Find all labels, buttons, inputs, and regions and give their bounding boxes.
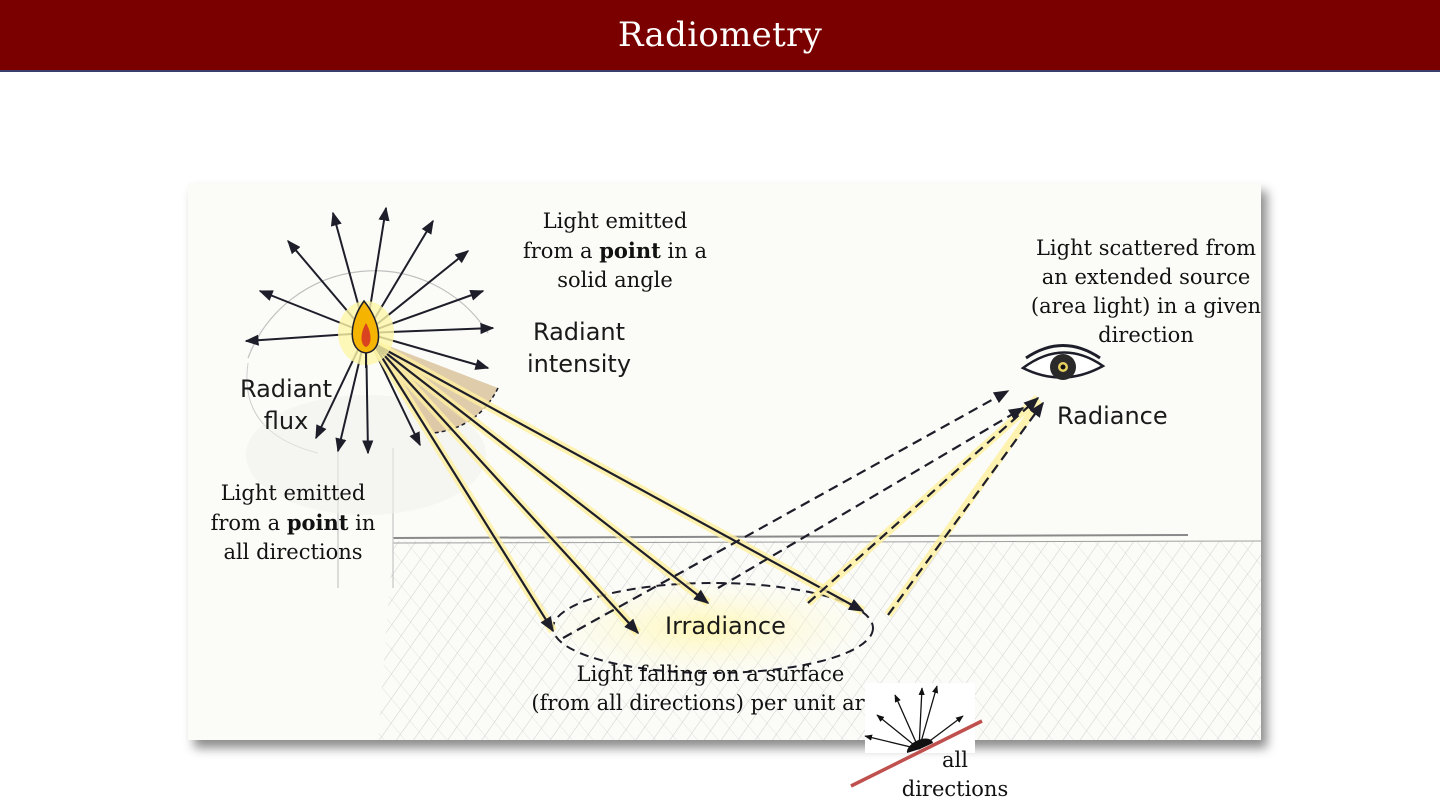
radiance-caption-line1: Light scattered from <box>1035 236 1257 260</box>
flux-caption-line2-bold: point <box>286 510 349 535</box>
surface-line <box>850 719 983 788</box>
radiant-intensity-label: Radiant intensity <box>521 316 637 380</box>
irradiance-caption: Light falling on a surface (from all dir… <box>518 660 903 718</box>
radiance-caption-line3: (area light) in a given <box>1030 294 1261 318</box>
intensity-caption-line2-pre: from a <box>522 239 600 263</box>
radiant-flux-label: Radiant flux <box>236 373 336 437</box>
slide-title: Radiometry <box>617 15 823 55</box>
intensity-caption-line3: solid angle <box>557 268 673 292</box>
intensity-caption-line1: Light emitted <box>542 209 688 233</box>
all-directions-sketch <box>850 683 983 788</box>
all-directions-caption-line2: directions <box>901 777 1009 801</box>
radiance-caption-line4: direction <box>1098 323 1194 347</box>
hemisphere-arrows <box>864 685 964 750</box>
flux-caption-line2: from a point in <box>193 508 393 538</box>
all-directions-caption: all directions <box>900 746 1010 804</box>
radiance-caption: Light scattered from an extended source … <box>1026 234 1261 350</box>
irradiance-caption-line2: (from all directions) per unit area <box>531 691 890 715</box>
radiance-rays <box>562 390 1044 639</box>
intensity-caption-line2: from a point in a <box>510 236 720 266</box>
intensity-caption-line2-post: in a <box>660 239 707 263</box>
title-bar: Radiometry <box>0 0 1440 72</box>
irradiance-rays <box>369 339 866 637</box>
flux-caption-line2-post: in <box>348 511 376 535</box>
radiant-intensity-label-line1: Radiant <box>532 318 626 346</box>
radiant-intensity-label-line2: intensity <box>526 350 632 378</box>
flux-caption-line1: Light emitted <box>220 481 366 505</box>
intensity-caption-line2-bold: point <box>599 238 661 263</box>
radiance-label: Radiance <box>1057 402 1168 430</box>
flux-caption-line3: all directions <box>223 540 363 564</box>
flux-caption: Light emitted from a point in all direct… <box>193 479 393 567</box>
radiometry-figure: Radiant flux Radiant intensity Radiance … <box>188 183 1261 740</box>
all-directions-caption-line1: all <box>942 748 968 772</box>
radiometry-sketch <box>244 206 1261 740</box>
intensity-caption: Light emitted from a point in a solid an… <box>510 207 720 295</box>
radiant-flux-label-line1: Radiant <box>239 375 333 403</box>
flux-caption-line2-pre: from a <box>210 511 287 535</box>
irradiance-label: Irradiance <box>665 612 786 640</box>
point-light-flame <box>338 299 394 368</box>
radiance-caption-line2: an extended source <box>1041 265 1251 289</box>
irradiance-caption-line1: Light falling on a surface <box>576 662 845 686</box>
radiant-flux-label-line2: flux <box>263 407 309 435</box>
eye-icon <box>1020 344 1106 380</box>
